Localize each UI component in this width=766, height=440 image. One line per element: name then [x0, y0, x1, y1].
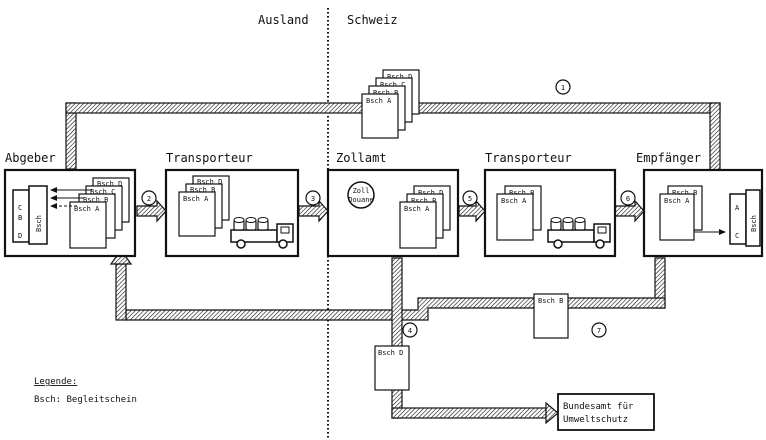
doc-label: Bsch A	[664, 197, 690, 205]
step-5-marker: 5	[463, 191, 477, 205]
flow-4-route	[392, 258, 558, 423]
step-6-marker: 6	[621, 191, 635, 205]
doc-label: Bsch B	[538, 297, 563, 305]
binder-label: Bsch	[750, 215, 758, 232]
flow-7-route	[111, 250, 665, 320]
binder-letter: C	[18, 204, 22, 212]
station-label: Empfänger	[636, 151, 701, 165]
binder-letter: D	[18, 232, 22, 240]
doc-label: Bsch A	[74, 205, 100, 213]
region-ausland: Ausland	[258, 13, 309, 27]
svg-text:6: 6	[626, 195, 630, 203]
binder-letter: C	[735, 232, 739, 240]
transporteur1-documents: Bsch D Bsch B Bsch A	[179, 176, 229, 236]
legend-entry: Bsch: Begleitschein	[34, 395, 137, 405]
stamp-line2: Douane	[348, 196, 373, 204]
document-bsch-b-return: Bsch B	[534, 294, 568, 338]
legend-title: Legende:	[34, 377, 77, 387]
svg-text:7: 7	[597, 327, 601, 335]
station-label: Abgeber	[5, 151, 56, 165]
svg-text:1: 1	[561, 84, 565, 92]
authority-line2: Umweltschutz	[563, 415, 628, 425]
doc-label: Bsch A	[404, 205, 430, 213]
region-schweiz: Schweiz	[347, 13, 398, 27]
station-label: Transporteur	[485, 151, 572, 165]
authority-line1: Bundesamt für	[563, 402, 634, 412]
doc-label: Bsch D	[378, 349, 403, 357]
binder-letter: B	[18, 214, 22, 222]
step-3-marker: 3	[306, 191, 320, 205]
document-stack-top: Bsch D Bsch C Bsch B Bsch A	[362, 70, 419, 138]
document-bsch-d-authority: Bsch D	[375, 346, 409, 390]
svg-text:3: 3	[311, 195, 315, 203]
svg-text:4: 4	[408, 327, 412, 335]
step-4-marker: 4	[403, 323, 417, 337]
doc-label: Bsch A	[501, 197, 527, 205]
doc-label: Bsch A	[183, 195, 209, 203]
step-1-marker: 1	[556, 80, 570, 94]
station-label: Zollamt	[336, 151, 387, 165]
abgeber-binder: C B D Bsch	[13, 186, 47, 244]
legend: Legende: Bsch: Begleitschein	[34, 377, 137, 405]
station-label: Transporteur	[166, 151, 253, 165]
zoll-stamp: Zoll Douane	[348, 182, 374, 208]
step-2-marker: 2	[142, 191, 156, 205]
empfaenger-binder: A C Bsch	[730, 190, 760, 246]
svg-text:5: 5	[468, 195, 472, 203]
authority-box: Bundesamt für Umweltschutz	[558, 394, 654, 430]
stamp-line1: Zoll	[353, 187, 370, 195]
binder-label: Bsch	[35, 215, 43, 232]
svg-text:2: 2	[147, 195, 151, 203]
doc-label: Bsch A	[366, 97, 392, 105]
step-7-marker: 7	[592, 323, 606, 337]
